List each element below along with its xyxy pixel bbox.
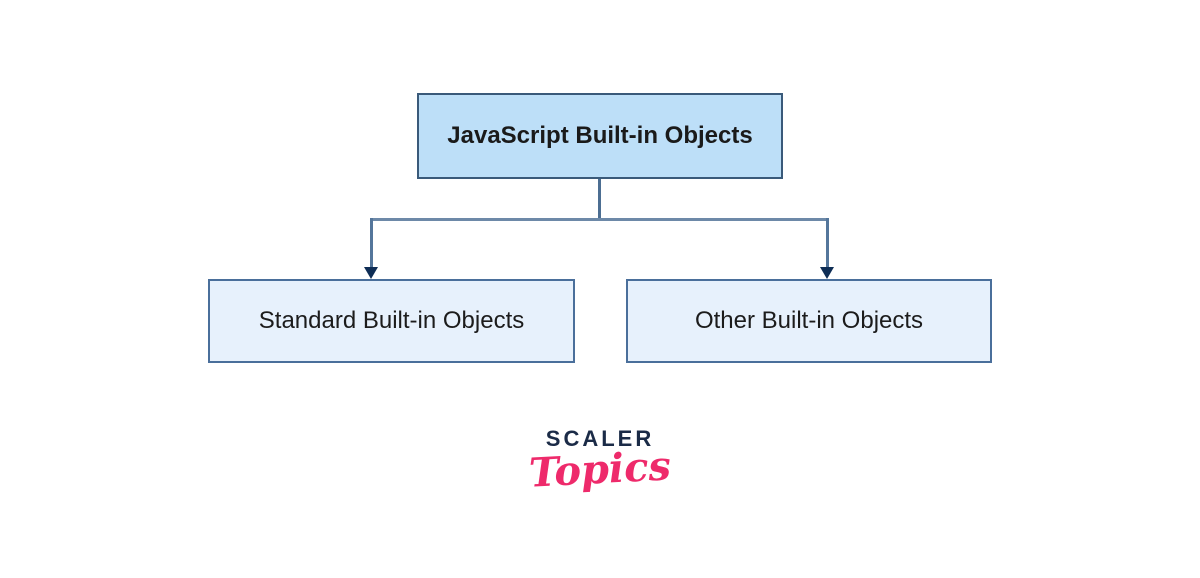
connector-left-drop-line (370, 218, 373, 268)
node-child-left-label: Standard Built-in Objects (258, 307, 525, 334)
logo-brand-text: SCALER (545, 426, 655, 451)
connector-horizontal-line (370, 218, 829, 221)
node-standard-built-in-objects: Standard Built-in Objects (208, 279, 575, 363)
connector-right-drop-line (826, 218, 829, 268)
node-javascript-built-in-objects: JavaScript Built-in Objects (417, 93, 783, 179)
node-child-right-label: Other Built-in Objects (694, 307, 924, 334)
arrow-down-icon (364, 267, 378, 279)
scaler-topics-logo: SCALER Topics (520, 426, 680, 497)
logo-sub-text: Topics (527, 442, 673, 497)
arrow-down-icon (820, 267, 834, 279)
node-other-built-in-objects: Other Built-in Objects (626, 279, 992, 363)
connector-stem-line (598, 179, 601, 221)
node-root-label: JavaScript Built-in Objects (447, 122, 753, 149)
